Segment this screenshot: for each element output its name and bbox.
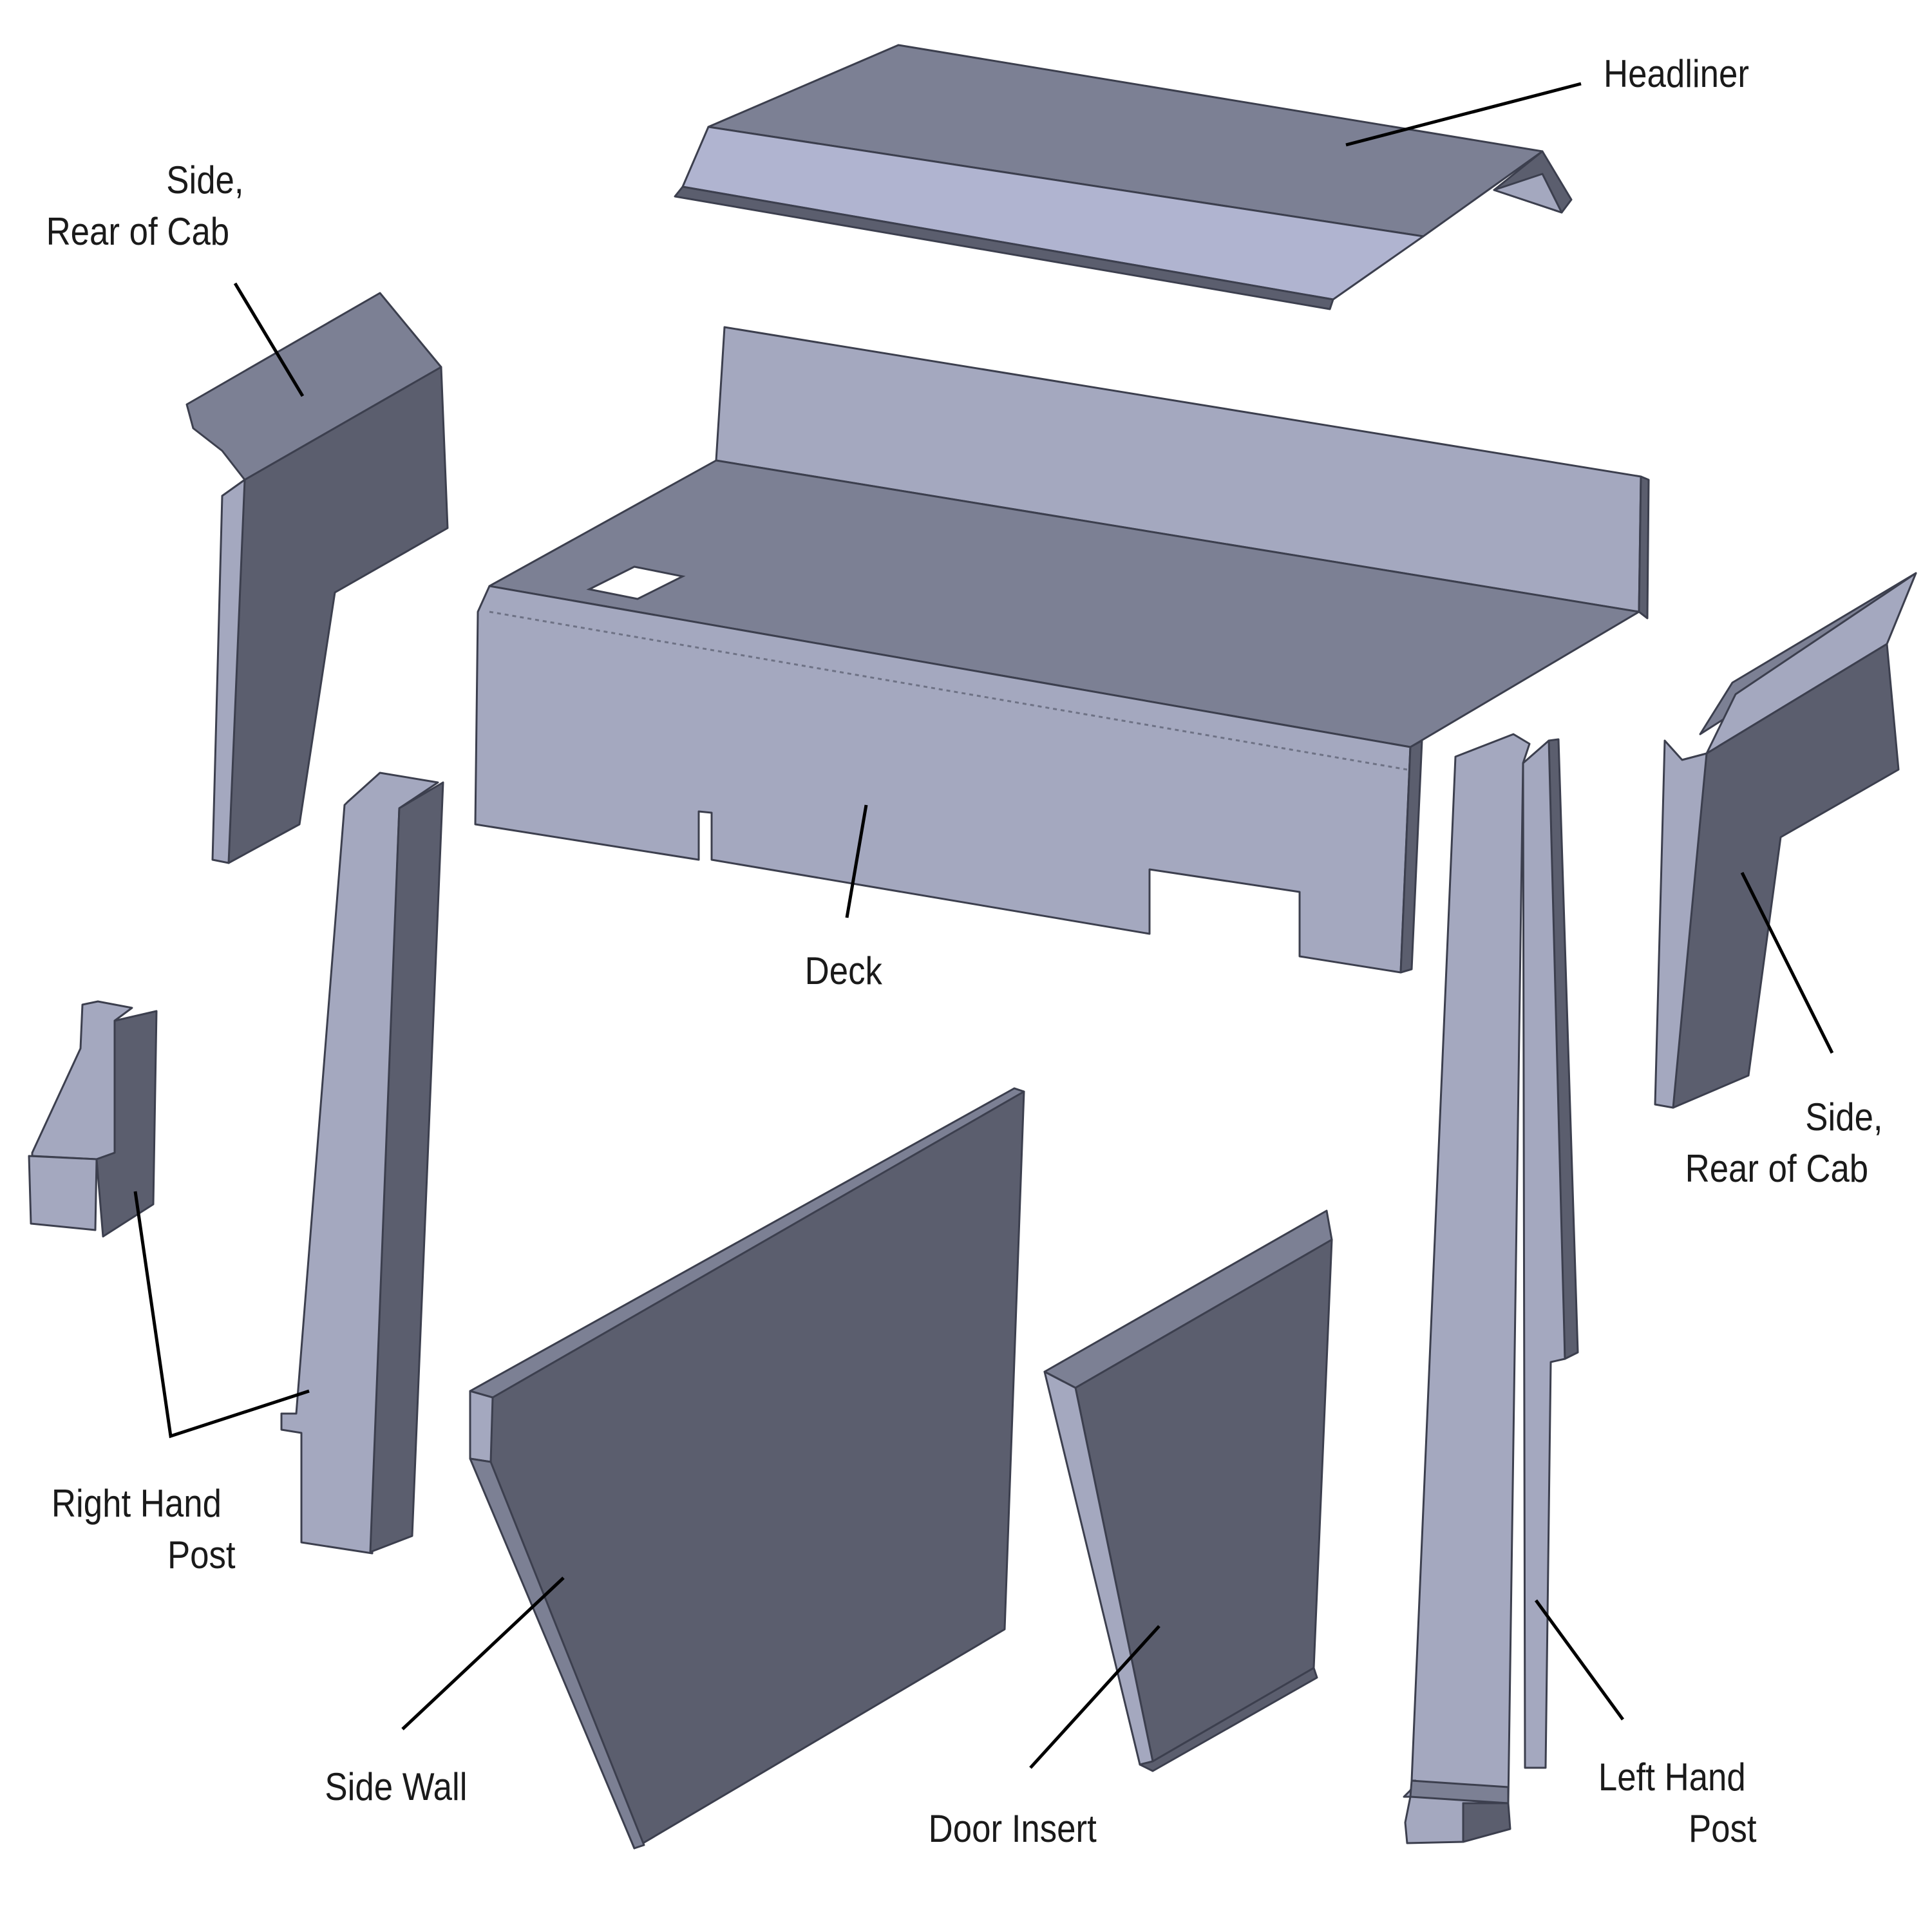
left-hand-post-leader — [1534, 1599, 1625, 1721]
side-rear-left-leader — [233, 282, 305, 397]
side-rear-left-label-line1: Side, — [166, 158, 243, 202]
side-wall-leader — [401, 1577, 565, 1730]
left-hand-post-label-line2: Post — [1689, 1807, 1757, 1850]
leader-lines — [133, 82, 1834, 1769]
side-rear-right-leader — [1740, 871, 1834, 1054]
left-hand-post-label-line1: Left Hand — [1598, 1756, 1746, 1799]
deck-leader — [845, 804, 868, 918]
side-wall-part — [469, 1087, 1025, 1850]
right-hand-post-bracket-part — [28, 1000, 158, 1238]
side-wall-label: Side Wall — [325, 1765, 467, 1808]
side-rear-of-cab-right-part — [1654, 572, 1917, 1109]
left-hand-post-part — [1403, 733, 1579, 1844]
side-rear-right-label-line2: Rear of Cab — [1685, 1147, 1869, 1190]
door-insert-part — [1043, 1209, 1333, 1772]
callout-labels: Headliner Side, Rear of Cab Deck Side, R… — [46, 52, 1883, 1850]
right-hand-post-part — [280, 772, 444, 1555]
side-rear-left-label-line2: Rear of Cab — [46, 210, 230, 253]
door-insert-label: Door Insert — [929, 1807, 1097, 1850]
side-rear-of-cab-left-part — [185, 292, 449, 864]
headliner-leader — [1345, 82, 1582, 147]
deck-label: Deck — [805, 949, 883, 992]
right-hand-post-leader — [133, 1191, 310, 1439]
right-hand-post-label-line1: Right Hand — [52, 1482, 222, 1525]
right-hand-post-label-line2: Post — [167, 1533, 236, 1577]
side-rear-right-label-line1: Side, — [1805, 1095, 1882, 1139]
deck-part — [474, 326, 1650, 974]
headliner-part — [674, 44, 1573, 310]
door-insert-leader — [1029, 1625, 1160, 1769]
headliner-label: Headliner — [1604, 52, 1749, 95]
